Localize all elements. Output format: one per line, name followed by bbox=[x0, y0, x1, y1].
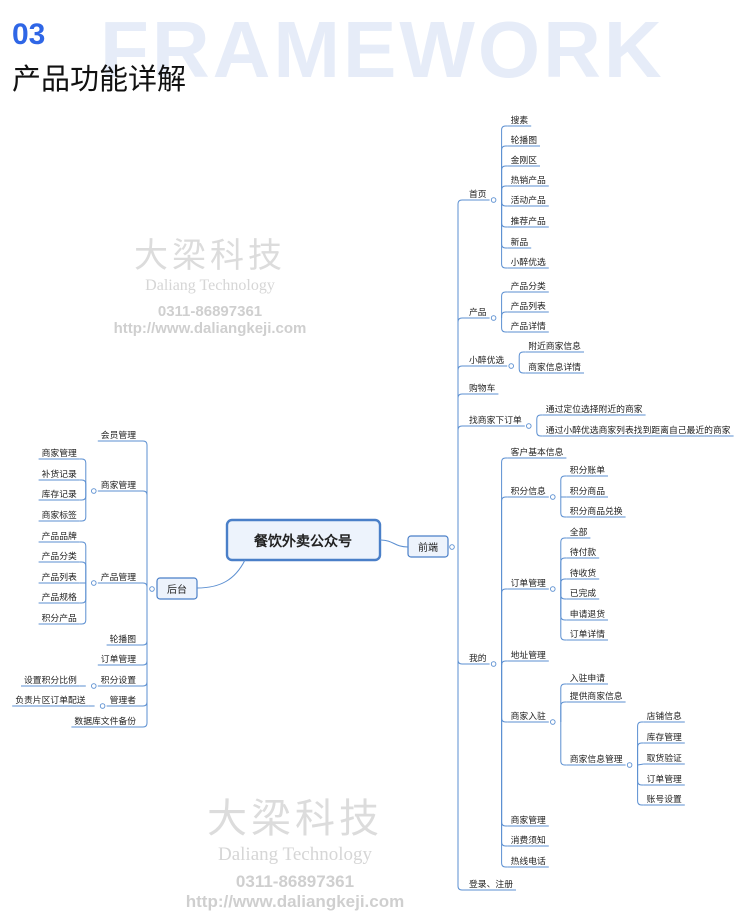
merchant-item: 商家管理 bbox=[42, 447, 77, 459]
mine-points: 积分信息 bbox=[511, 485, 546, 497]
fe-youxuan: 小醉优选 bbox=[469, 354, 504, 366]
youxuan-item: 商家信息详情 bbox=[528, 361, 581, 373]
watermark-company: 大梁科技 bbox=[207, 796, 383, 842]
home-item: 搜素 bbox=[511, 114, 529, 126]
info-mgmt-item: 订单管理 bbox=[647, 773, 682, 785]
home-item: 金刚区 bbox=[511, 154, 538, 166]
find-merchant-item: 通过小醉优选商家列表找到距离自己最近的商家 bbox=[546, 424, 731, 436]
find-merchant-item: 通过定位选择附近的商家 bbox=[546, 403, 643, 415]
home-item: 推荐产品 bbox=[511, 215, 546, 227]
mine-orders: 订单管理 bbox=[511, 577, 546, 589]
admin-item: 负责片区订单配送 bbox=[15, 694, 86, 706]
watermark-company-en: Daliang Technology bbox=[218, 844, 372, 865]
be-backup: 数据库文件备份 bbox=[74, 715, 136, 727]
watermark-url: http://www.daliangkeji.com bbox=[113, 320, 307, 337]
be-points-setting: 积分设置 bbox=[101, 674, 136, 686]
fe-login: 登录、注册 bbox=[469, 878, 513, 890]
home-item: 小醉优选 bbox=[511, 256, 546, 268]
be-member: 会员管理 bbox=[101, 429, 136, 441]
product-item: 积分产品 bbox=[42, 612, 77, 624]
settle-provide: 提供商家信息 bbox=[570, 690, 623, 702]
watermark-top: 大梁科技 Daliang Technology 0311-86897361 ht… bbox=[90, 228, 330, 337]
product-item: 产品列表 bbox=[511, 300, 546, 312]
watermark-phone: 0311-86897361 bbox=[157, 303, 263, 320]
product-item: 产品品牌 bbox=[42, 530, 77, 542]
fe-mine: 我的 bbox=[469, 652, 487, 664]
orders-item: 申请退货 bbox=[570, 608, 605, 620]
section-background-word: FRAMEWORK bbox=[100, 5, 665, 94]
mine-settle: 商家入驻 bbox=[511, 710, 546, 722]
product-item: 产品分类 bbox=[42, 550, 77, 562]
watermark-company-en: Daliang Technology bbox=[145, 277, 275, 294]
product-item: 产品规格 bbox=[42, 591, 77, 603]
merchant-item: 库存记录 bbox=[42, 488, 77, 500]
backend-label: 后台 bbox=[167, 583, 187, 596]
merchant-item: 补货记录 bbox=[42, 468, 77, 480]
youxuan-item: 附近商家信息 bbox=[528, 340, 581, 352]
product-item: 产品分类 bbox=[511, 280, 546, 292]
points-item: 积分账单 bbox=[570, 464, 605, 476]
watermark-phone: 0311-86897361 bbox=[235, 872, 355, 891]
points-item: 积分商品 bbox=[570, 485, 605, 497]
section-number: 03 bbox=[12, 18, 46, 51]
settle-info-mgmt: 商家信息管理 bbox=[570, 753, 623, 765]
info-mgmt-item: 库存管理 bbox=[647, 731, 682, 743]
orders-item: 订单详情 bbox=[570, 628, 605, 640]
mine-merchant-mgmt: 商家管理 bbox=[511, 814, 546, 826]
section-title: 产品功能详解 bbox=[12, 62, 187, 96]
root-label: 餐饮外卖公众号 bbox=[253, 533, 352, 550]
info-mgmt-item: 店铺信息 bbox=[647, 710, 682, 722]
be-order: 订单管理 bbox=[101, 653, 136, 665]
product-item: 产品详情 bbox=[511, 320, 546, 332]
watermark-url: http://www.daliangkeji.com bbox=[185, 892, 405, 911]
settle-apply: 入驻申请 bbox=[570, 672, 605, 684]
home-item: 新品 bbox=[511, 236, 529, 248]
mine-customer-info: 客户基本信息 bbox=[511, 446, 564, 458]
info-mgmt-item: 账号设置 bbox=[647, 794, 682, 805]
orders-item: 已完成 bbox=[570, 587, 597, 599]
home-item: 活动产品 bbox=[511, 194, 546, 206]
be-banner: 轮播图 bbox=[110, 633, 137, 645]
points-setting-item: 设置积分比例 bbox=[24, 674, 77, 686]
points-item: 积分商品兑换 bbox=[570, 505, 623, 517]
mine-notice: 消费须知 bbox=[511, 834, 546, 846]
be-product: 产品管理 bbox=[101, 571, 136, 583]
be-merchant: 商家管理 bbox=[101, 479, 136, 491]
watermark-company: 大梁科技 bbox=[134, 236, 286, 276]
be-admin: 管理者 bbox=[110, 694, 137, 706]
fe-find-merchant: 找商家下订单 bbox=[469, 414, 522, 426]
orders-item: 全部 bbox=[570, 526, 588, 538]
fe-cart: 购物车 bbox=[469, 382, 496, 394]
orders-item: 待付款 bbox=[570, 546, 597, 558]
merchant-item: 商家标签 bbox=[42, 509, 77, 521]
mine-address: 地址管理 bbox=[511, 649, 546, 661]
mine-hotline: 热线电话 bbox=[511, 855, 546, 867]
info-mgmt-item: 取货验证 bbox=[647, 752, 682, 764]
orders-item: 待收货 bbox=[570, 567, 597, 579]
home-item: 轮播图 bbox=[511, 134, 538, 146]
frontend-label: 前端 bbox=[418, 541, 438, 554]
product-item: 产品列表 bbox=[42, 571, 77, 583]
watermark-bottom: 大梁科技 Daliang Technology 0311-86897361 ht… bbox=[140, 786, 450, 912]
fe-product: 产品 bbox=[469, 306, 487, 318]
fe-home: 首页 bbox=[469, 188, 487, 200]
home-item: 热销产品 bbox=[511, 174, 546, 186]
